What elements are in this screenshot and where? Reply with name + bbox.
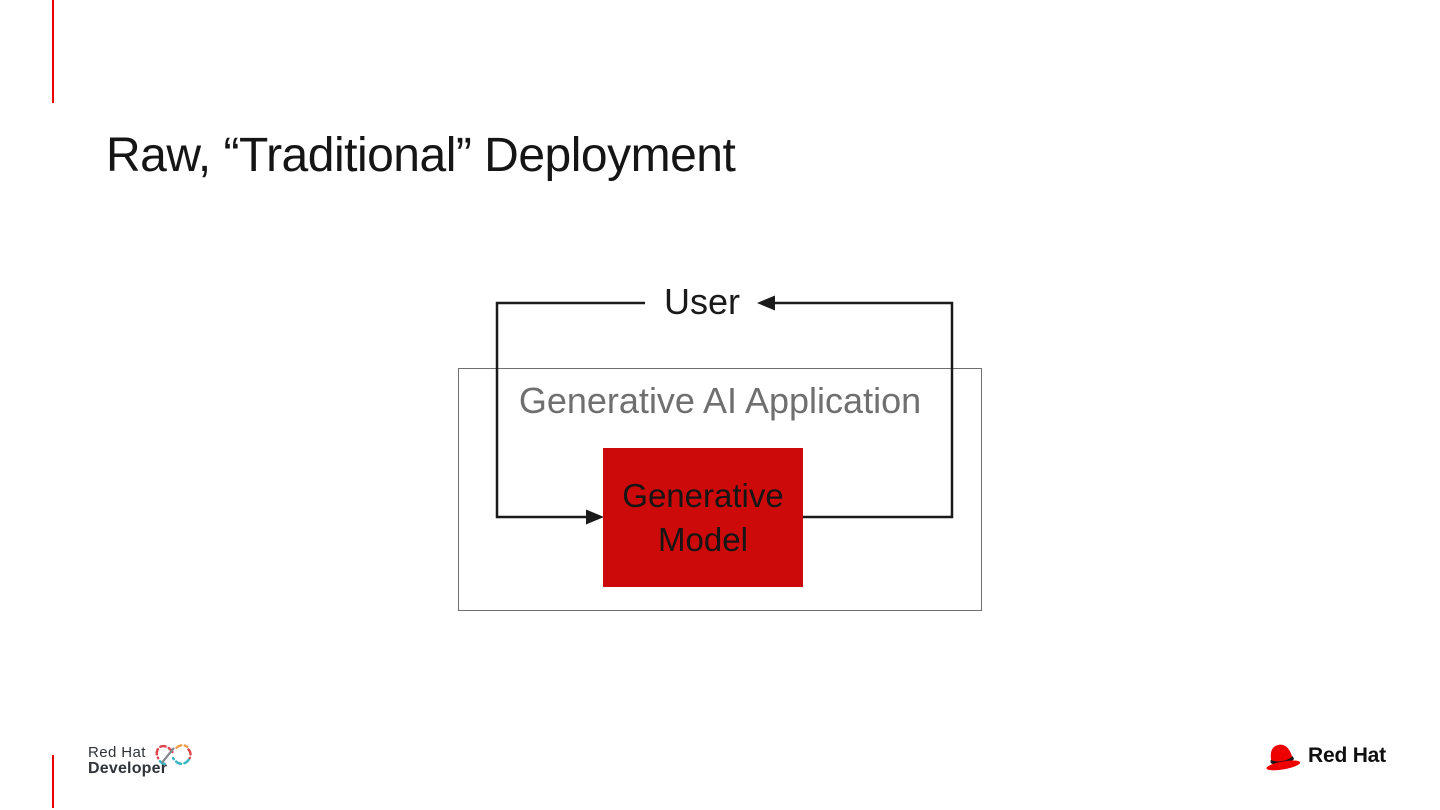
infinity-x-logo-icon — [155, 744, 192, 765]
infinity-top-right-arc — [175, 744, 189, 749]
infinity-bottom-right-arc — [171, 756, 190, 765]
fedora-brim — [1266, 760, 1301, 771]
model-box-label: Generative Model — [622, 476, 784, 558]
red-hat-developer-logo: Red Hat Developer — [88, 745, 167, 777]
developer-logo-product-text: Developer — [88, 760, 168, 777]
developer-logo-brand-text: Red Hat — [88, 744, 146, 761]
infinity-bottom-left-arc — [158, 760, 167, 765]
infinity-left-arc — [155, 744, 174, 760]
red-hat-logo: Red Hat — [1264, 740, 1386, 772]
red-hat-logo-text: Red Hat — [1308, 744, 1386, 767]
user-node-label: User — [663, 281, 740, 322]
slide-title: Raw, “Traditional” Deployment — [106, 129, 736, 182]
fedora-crown — [1270, 744, 1293, 763]
footer-red-rule — [52, 755, 54, 808]
infinity-slash — [161, 747, 175, 764]
top-left-red-rule — [52, 0, 54, 103]
generative-model-box: Generative Model — [603, 448, 803, 587]
infinity-right-arc — [187, 748, 192, 760]
red-hat-fedora-icon — [1266, 744, 1301, 771]
app-box-label: Generative AI Application — [518, 380, 922, 421]
